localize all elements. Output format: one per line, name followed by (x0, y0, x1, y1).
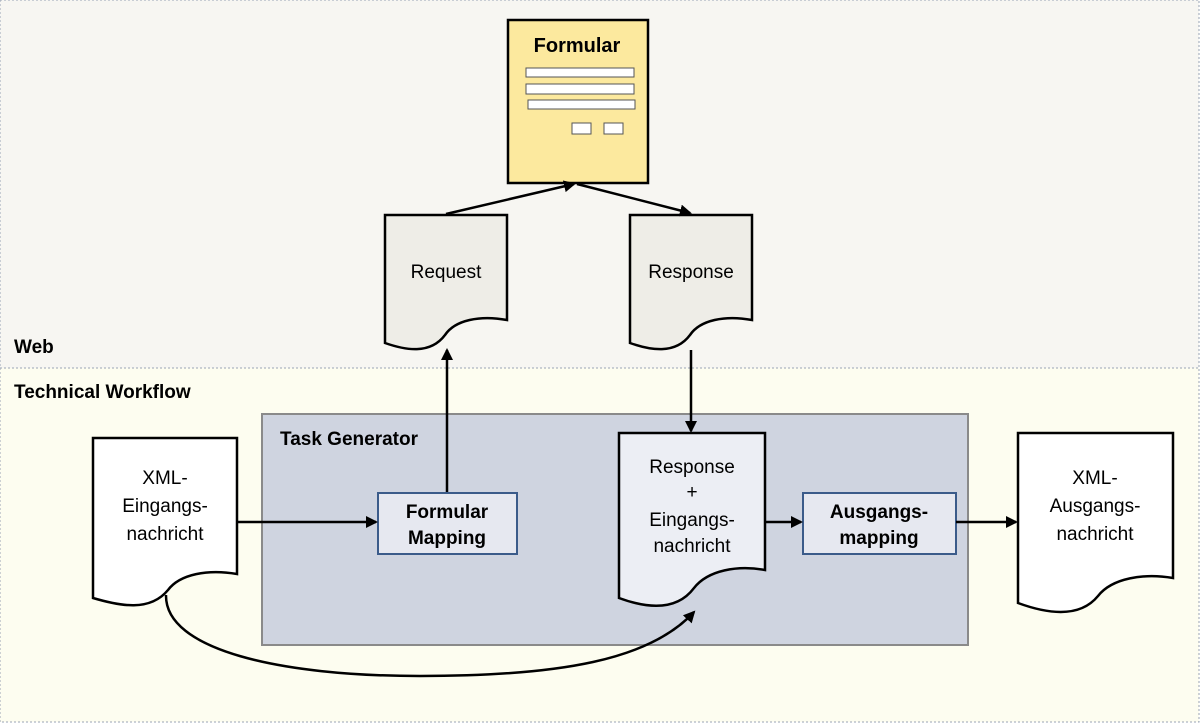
ausgangs-mapping-line-1: Ausgangs- (830, 502, 928, 523)
request-document: Request (383, 213, 509, 351)
xml-in-line-1: XML- (142, 468, 187, 489)
request-label: Request (411, 262, 482, 283)
formular-mapping-line-1: Formular (406, 502, 489, 523)
formular-title: Formular (534, 35, 621, 57)
arrow-form-to-response (576, 182, 692, 217)
form-button-2 (603, 122, 624, 135)
web-lane-label: Web (14, 337, 54, 358)
form-field-2 (525, 83, 635, 95)
formular-form: Formular (506, 18, 650, 185)
technical-workflow-lane-label: Technical Workflow (14, 382, 191, 403)
combined-line-1: Response (649, 457, 735, 478)
task-generator-label: Task Generator (280, 429, 419, 450)
response-document: Response (628, 213, 754, 351)
ausgangs-mapping-line-2: mapping (839, 528, 918, 549)
arrow-request-to-form (445, 180, 576, 216)
xml-out-line-1: XML- (1072, 468, 1117, 489)
arrow-xml-in-to-combined-curve (164, 594, 696, 678)
xml-ausgangsnachricht-document: XML- Ausgangs- nachricht (1016, 431, 1175, 614)
combined-line-4: nachricht (653, 536, 731, 557)
ausgangs-mapping-box: Ausgangs- mapping (802, 492, 957, 555)
form-button-1 (571, 122, 592, 135)
form-field-1 (525, 67, 635, 78)
xml-eingangsnachricht-document: XML- Eingangs- nachricht (91, 436, 239, 607)
combined-line-2: + (686, 482, 697, 503)
xml-in-line-3: nachricht (126, 524, 204, 545)
combined-line-3: Eingangs- (649, 510, 735, 531)
xml-out-line-2: Ausgangs- (1050, 496, 1141, 517)
response-label: Response (648, 262, 734, 283)
formular-mapping-box: Formular Mapping (377, 492, 518, 555)
xml-out-line-3: nachricht (1056, 524, 1134, 545)
form-field-3 (527, 99, 636, 110)
formular-mapping-line-2: Mapping (408, 528, 486, 549)
xml-in-line-2: Eingangs- (122, 496, 208, 517)
response-eingangsnachricht-document: Response + Eingangs- nachricht (617, 431, 767, 607)
